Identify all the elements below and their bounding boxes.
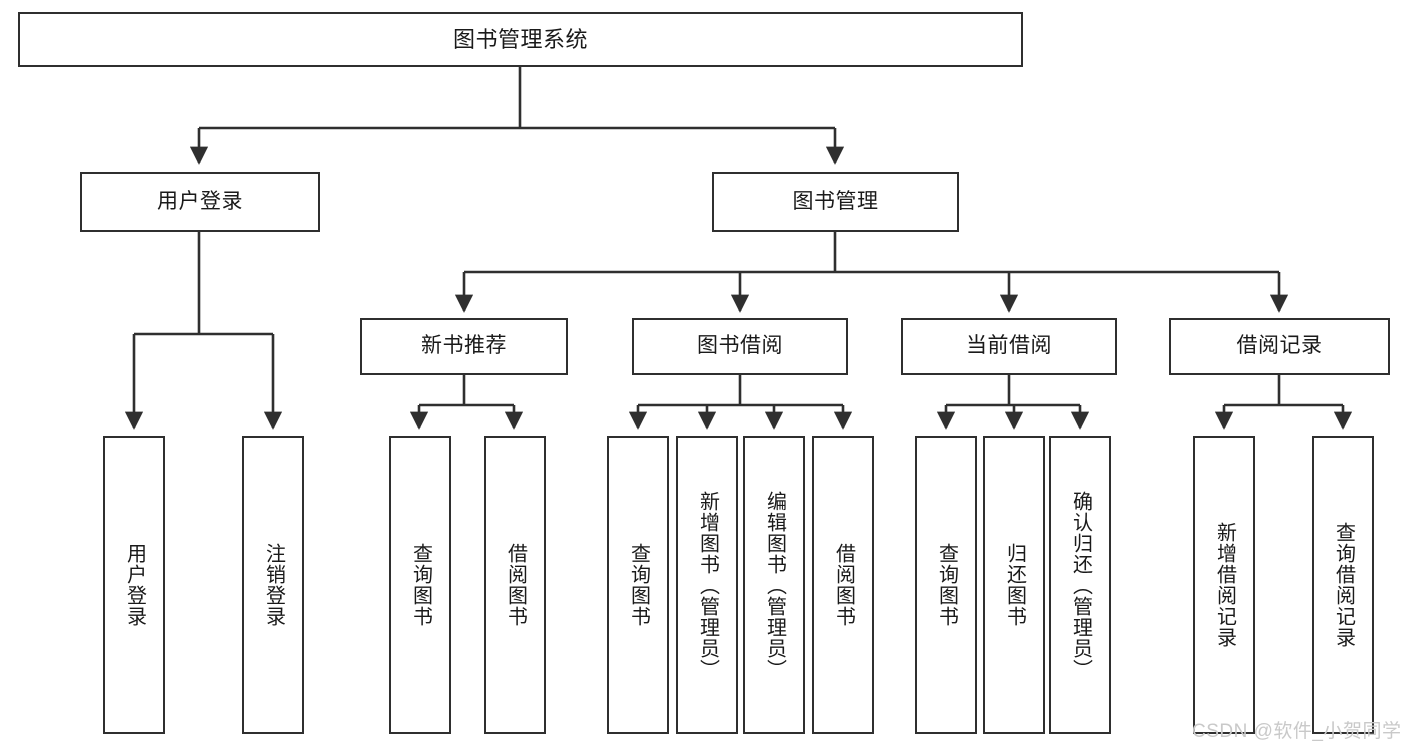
- node-leaf-logout-login[interactable]: 注销登录: [242, 436, 304, 734]
- node-book-borrow[interactable]: 图书借阅: [632, 318, 848, 375]
- node-borrow-record[interactable]: 借阅记录: [1169, 318, 1390, 375]
- node-user-login[interactable]: 用户登录: [80, 172, 320, 232]
- watermark-text: CSDN @软件_小贺同学: [1192, 721, 1402, 742]
- node-leaf-borrow-book-2[interactable]: 借阅图书: [812, 436, 874, 734]
- node-leaf-confirm-return[interactable]: 确认归还（管理员）: [1049, 436, 1111, 734]
- node-leaf-query-book-1[interactable]: 查询图书: [389, 436, 451, 734]
- node-leaf-user-login[interactable]: 用户登录: [103, 436, 165, 734]
- node-root[interactable]: 图书管理系统: [18, 12, 1023, 67]
- node-new-book-recommend[interactable]: 新书推荐: [360, 318, 568, 375]
- node-leaf-borrow-book-1[interactable]: 借阅图书: [484, 436, 546, 734]
- node-leaf-edit-book[interactable]: 编辑图书（管理员）: [743, 436, 805, 734]
- node-leaf-add-record[interactable]: 新增借阅记录: [1193, 436, 1255, 734]
- node-leaf-query-record[interactable]: 查询借阅记录: [1312, 436, 1374, 734]
- node-leaf-return-book[interactable]: 归还图书: [983, 436, 1045, 734]
- node-leaf-query-book-3[interactable]: 查询图书: [915, 436, 977, 734]
- node-current-borrow[interactable]: 当前借阅: [901, 318, 1117, 375]
- node-leaf-add-book[interactable]: 新增图书（管理员）: [676, 436, 738, 734]
- node-book-manage[interactable]: 图书管理: [712, 172, 959, 232]
- node-leaf-query-book-2[interactable]: 查询图书: [607, 436, 669, 734]
